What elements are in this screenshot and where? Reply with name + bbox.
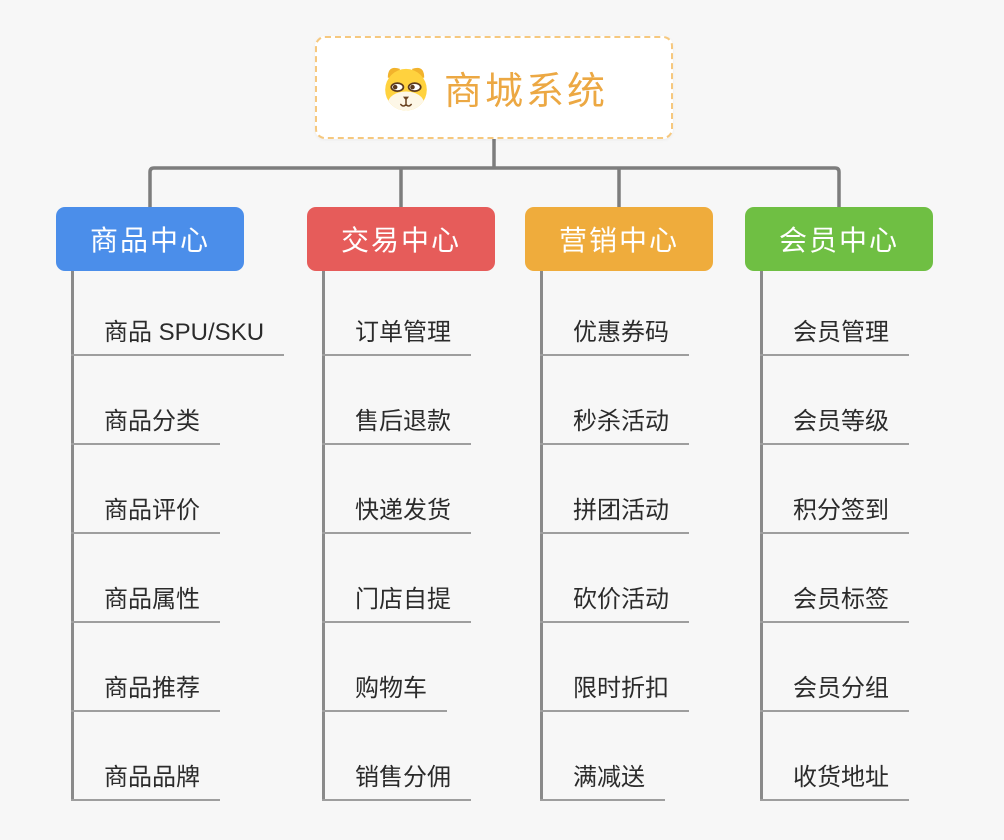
leaf-item[interactable]: 优惠券码 — [540, 320, 689, 356]
leaf-item[interactable]: 会员等级 — [760, 409, 909, 445]
leaf-item[interactable]: 商品分类 — [71, 409, 220, 445]
leaf-item[interactable]: 订单管理 — [322, 320, 471, 356]
leaf-item[interactable]: 积分签到 — [760, 498, 909, 534]
leaf-item[interactable]: 限时折扣 — [540, 676, 689, 712]
branch-column-product-center: 商品中心商品 SPU/SKU 商品分类商品评价商品属性商品推荐商品品牌 — [56, 207, 285, 807]
leaf-item[interactable]: 会员分组 — [760, 676, 909, 712]
branch-column-member-center: 会员中心会员管理会员等级积分签到会员标签会员分组收货地址 — [745, 207, 965, 807]
leaf-item[interactable]: 秒杀活动 — [540, 409, 689, 445]
branch-column-marketing-center: 营销中心优惠券码秒杀活动拼团活动砍价活动限时折扣满减送 — [525, 207, 745, 807]
leaf-item[interactable]: 门店自提 — [322, 587, 471, 623]
leaf-item[interactable]: 商品评价 — [71, 498, 220, 534]
leaf-item[interactable]: 商品 SPU/SKU — [71, 320, 285, 356]
leaf-item[interactable]: 购物车 — [322, 676, 447, 712]
leaf-item[interactable]: 收货地址 — [760, 765, 909, 801]
branch-connector-line — [760, 271, 763, 799]
leaf-item[interactable]: 快递发货 — [322, 498, 471, 534]
leaf-item[interactable]: 商品品牌 — [71, 765, 220, 801]
dog-face-icon — [380, 62, 432, 114]
leaf-item[interactable]: 商品推荐 — [71, 676, 220, 712]
leaf-item[interactable]: 满减送 — [540, 765, 665, 801]
root-branch-connectors — [148, 139, 841, 207]
leaf-item[interactable]: 商品属性 — [71, 587, 220, 623]
branch-connector-line — [540, 271, 543, 799]
branch-node-marketing-center[interactable]: 营销中心 — [525, 207, 713, 271]
leaf-item[interactable]: 会员标签 — [760, 587, 909, 623]
leaf-item[interactable]: 销售分佣 — [322, 765, 471, 801]
branch-node-trade-center[interactable]: 交易中心 — [307, 207, 495, 271]
root-node[interactable]: 商城系统 — [315, 36, 673, 139]
branch-node-member-center[interactable]: 会员中心 — [745, 207, 933, 271]
leaf-item[interactable]: 拼团活动 — [540, 498, 689, 534]
leaf-item[interactable]: 会员管理 — [760, 320, 909, 356]
root-title: 商城系统 — [443, 71, 608, 113]
branch-node-product-center[interactable]: 商品中心 — [56, 207, 244, 271]
leaf-item[interactable]: 砍价活动 — [540, 587, 689, 623]
branch-column-trade-center: 交易中心订单管理售后退款快递发货门店自提购物车销售分佣 — [307, 207, 527, 807]
branch-connector-line — [71, 271, 74, 799]
branch-connector-line — [322, 271, 325, 799]
leaf-item[interactable]: 售后退款 — [322, 409, 471, 445]
